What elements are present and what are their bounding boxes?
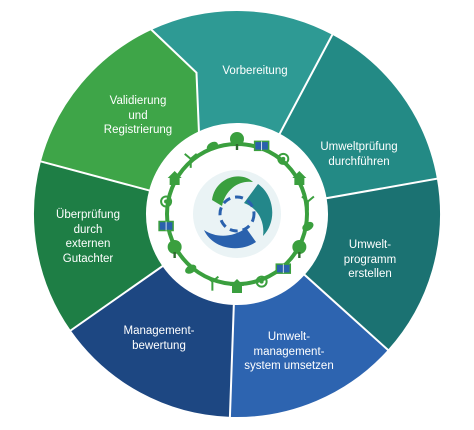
tree-icon bbox=[167, 240, 182, 258]
leaf-icon bbox=[206, 141, 218, 151]
house-icon bbox=[292, 171, 307, 185]
solar-panel-icon bbox=[275, 263, 292, 274]
tree-icon bbox=[292, 240, 307, 258]
solar-panel-icon bbox=[253, 140, 270, 152]
sun-icon bbox=[160, 195, 173, 208]
recycle-logo-icon bbox=[193, 170, 281, 258]
step-validation-registration-segment bbox=[38, 27, 200, 192]
icon-ring bbox=[158, 132, 315, 293]
tree-icon bbox=[230, 132, 244, 150]
leaf-icon bbox=[302, 221, 314, 232]
segments-layer bbox=[32, 9, 442, 419]
wind-turbine-icon bbox=[205, 275, 220, 291]
sun-icon bbox=[255, 275, 268, 288]
solar-panel-icon bbox=[158, 220, 174, 232]
house-icon bbox=[230, 279, 244, 293]
sun-icon bbox=[277, 152, 290, 165]
wind-turbine-icon bbox=[184, 153, 198, 168]
house-icon bbox=[167, 171, 182, 185]
wind-turbine-icon bbox=[301, 195, 315, 211]
leaf-icon bbox=[185, 264, 197, 274]
center-emblem bbox=[149, 126, 325, 302]
